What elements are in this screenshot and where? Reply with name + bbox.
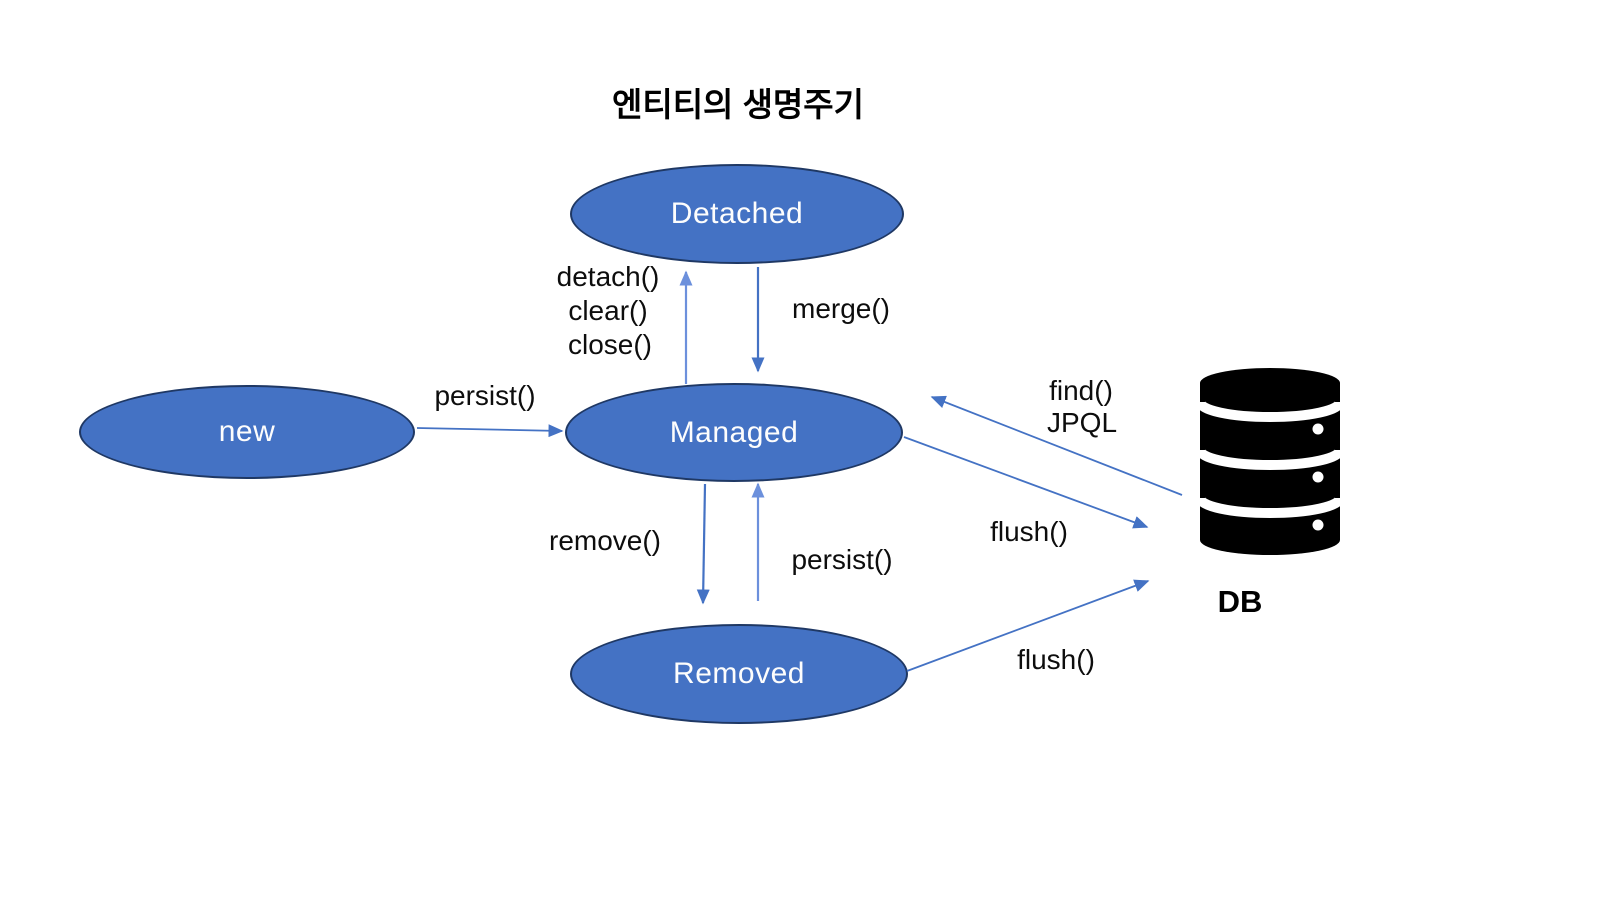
node-managed-label: Managed: [669, 415, 799, 449]
arrow-managed-to-removed: [696, 483, 710, 605]
database-label: DB: [1217, 584, 1263, 619]
label-close: close(): [567, 329, 653, 360]
label-remove: remove(): [548, 525, 662, 556]
label-persist-from-removed: persist(): [791, 544, 893, 575]
node-new: new: [79, 385, 415, 479]
database: [1195, 368, 1345, 555]
arrow-new-to-managed: [416, 424, 564, 438]
node-managed: Managed: [565, 383, 903, 482]
label-detach: detach(): [556, 261, 660, 292]
node-removed-label: Removed: [673, 657, 805, 690]
diagram-title: 엔티티의 생명주기: [611, 86, 865, 123]
label-merge: merge(): [791, 293, 891, 324]
arrow-db-to-managed: [930, 395, 1183, 496]
node-new-label: new: [218, 415, 276, 448]
label-flush-from-managed: flush(): [990, 516, 1068, 547]
arrow-removed-to-db: [906, 579, 1150, 672]
arrow-managed-to-db: [903, 436, 1149, 529]
node-detached-label: Detached: [670, 197, 804, 230]
node-removed: Removed: [570, 624, 908, 724]
label-find: find(): [1049, 375, 1113, 406]
node-detached: Detached: [570, 164, 904, 264]
label-jpql: JPQL: [1046, 407, 1118, 438]
label-persist-from-new: persist(): [434, 380, 536, 411]
label-clear: clear(): [568, 295, 648, 326]
database-icon: [1195, 368, 1345, 555]
label-flush-from-removed: flush(): [1017, 644, 1095, 675]
